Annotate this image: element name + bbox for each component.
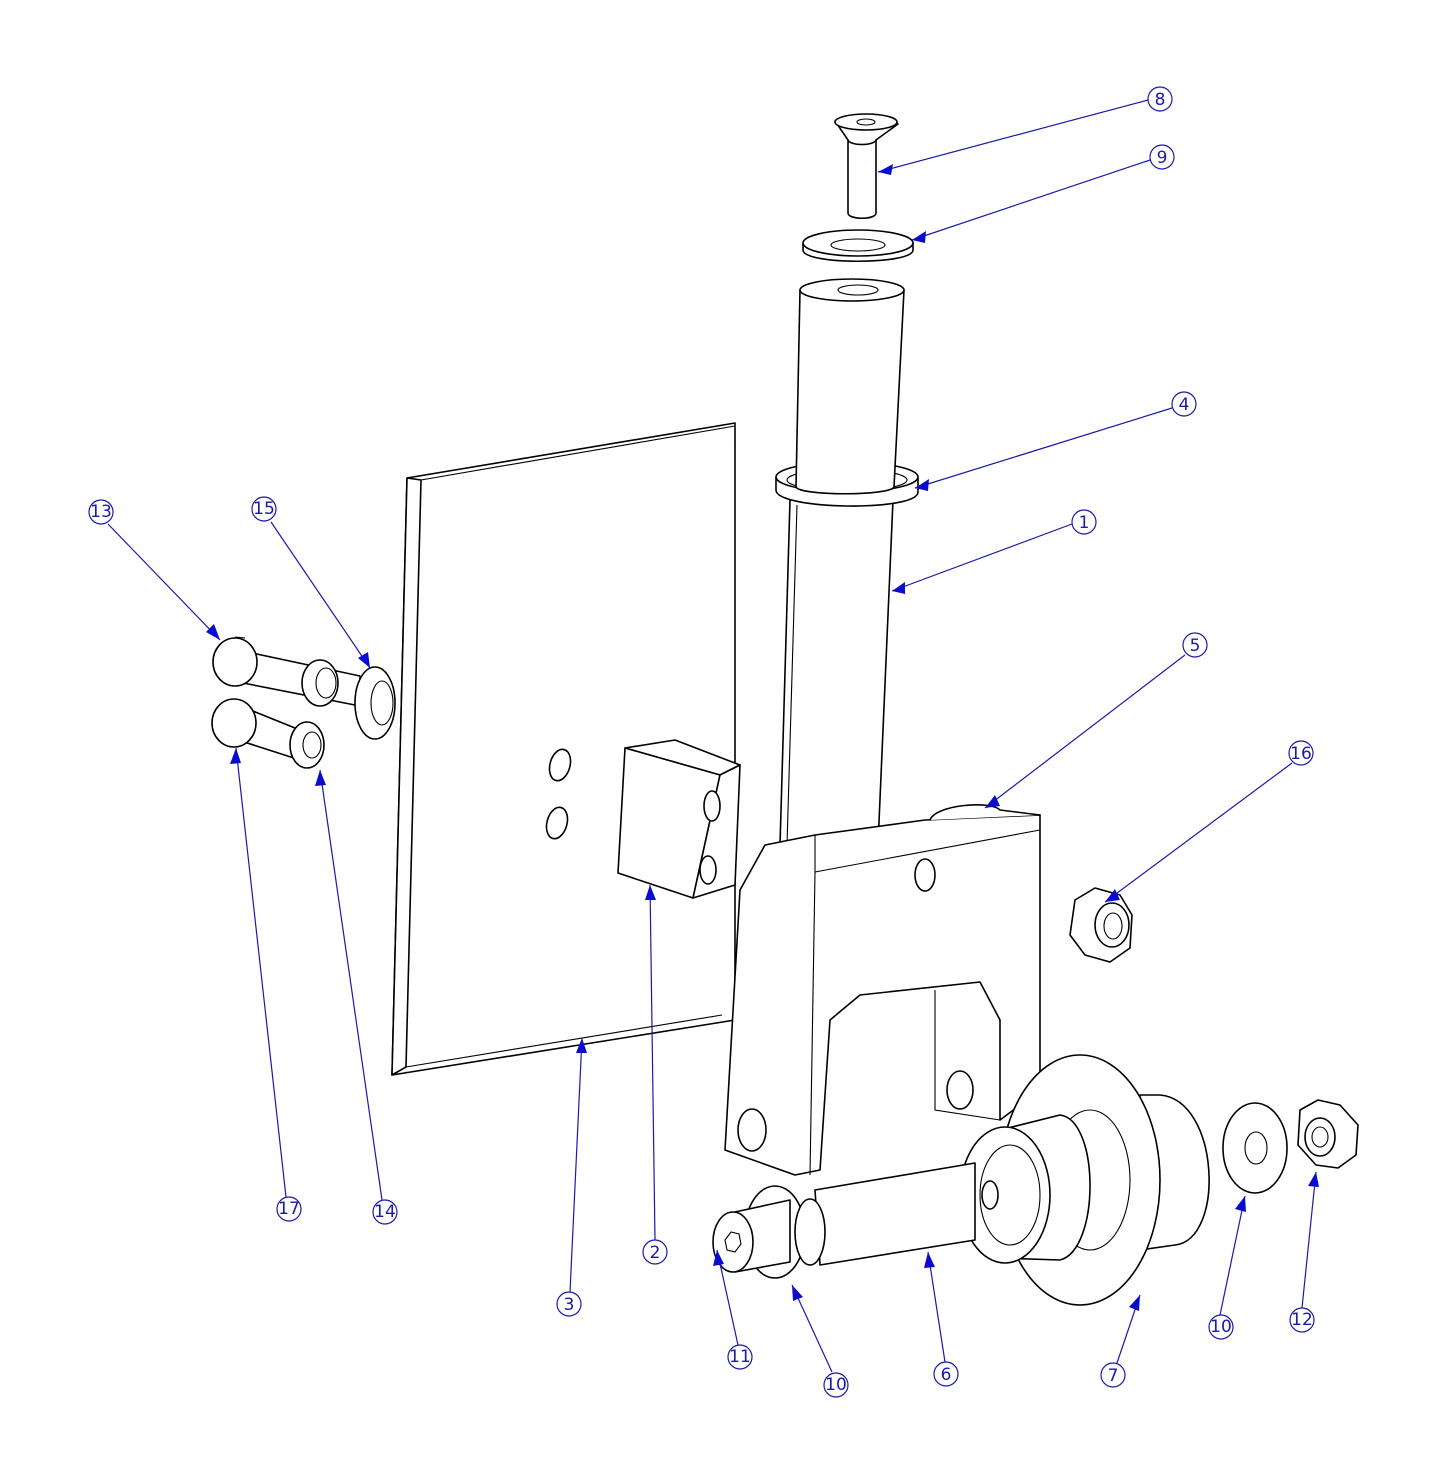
svg-text:4: 4 — [1179, 395, 1190, 415]
svg-text:8: 8 — [1155, 90, 1166, 110]
callout-balloon-11: 11 — [727, 1344, 753, 1370]
mounting-plate — [391, 422, 736, 1076]
hex-nut — [1297, 1099, 1359, 1169]
svg-text:10: 10 — [1210, 1317, 1232, 1337]
upper-tube — [795, 278, 905, 495]
svg-text:15: 15 — [253, 499, 275, 519]
svg-text:3: 3 — [564, 1295, 575, 1315]
top-washer — [802, 229, 914, 263]
callout-balloon-15: 15 — [251, 496, 277, 522]
callout-balloon-10-right: 10 — [1208, 1314, 1234, 1340]
callout-balloon-13: 13 — [88, 499, 114, 525]
callout-balloon-4: 4 — [1171, 391, 1197, 417]
spacer-block — [617, 739, 741, 899]
svg-text:6: 6 — [941, 1365, 952, 1385]
svg-text:14: 14 — [374, 1202, 396, 1222]
leader-lines — [107, 99, 1319, 1373]
axle-hub — [814, 1114, 1091, 1266]
svg-text:9: 9 — [1157, 148, 1168, 168]
callout-balloon-7: 7 — [1100, 1362, 1126, 1388]
svg-text:13: 13 — [90, 502, 112, 522]
svg-text:7: 7 — [1108, 1366, 1119, 1386]
svg-text:5: 5 — [1190, 636, 1201, 656]
vertical-post — [779, 499, 894, 846]
callout-balloon-3: 3 — [556, 1291, 582, 1317]
callout-balloon-6: 6 — [933, 1361, 959, 1387]
callout-balloon-8: 8 — [1147, 86, 1173, 112]
countersunk-screw — [834, 113, 899, 220]
svg-text:1: 1 — [1079, 513, 1090, 533]
callout-balloon-2: 2 — [642, 1239, 668, 1265]
callout-balloon-9: 9 — [1149, 144, 1175, 170]
callout-balloon-12: 12 — [1289, 1307, 1315, 1333]
callout-balloon-16: 16 — [1288, 740, 1314, 766]
callout-balloon-5: 5 — [1182, 632, 1208, 658]
right-washer — [1222, 1102, 1288, 1194]
callout-balloon-14: 14 — [372, 1199, 398, 1225]
left-washer-and-screw — [712, 1185, 826, 1279]
left-bolt-set — [211, 636, 396, 769]
svg-text:10: 10 — [825, 1375, 847, 1395]
svg-text:16: 16 — [1290, 744, 1312, 764]
callout-balloon-10-left: 10 — [823, 1372, 849, 1398]
svg-text:17: 17 — [278, 1199, 300, 1219]
callout-balloon-1: 1 — [1071, 509, 1097, 535]
svg-text:2: 2 — [650, 1243, 661, 1263]
fork-bracket — [724, 804, 1041, 1176]
lock-nut — [1069, 887, 1133, 963]
svg-text:12: 12 — [1291, 1310, 1313, 1330]
callout-balloon-17: 17 — [276, 1196, 302, 1222]
svg-text:11: 11 — [729, 1347, 751, 1367]
